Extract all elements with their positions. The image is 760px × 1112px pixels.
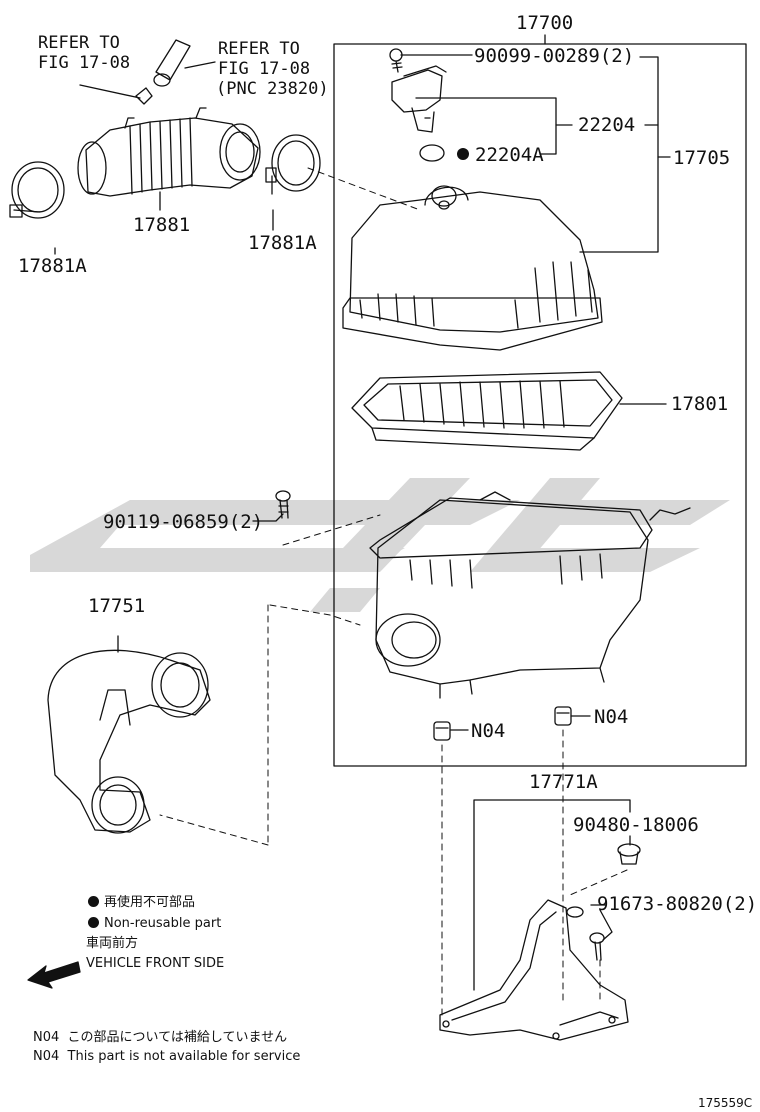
legend-nonreusable-jp-text: 再使用不可部品 — [104, 895, 196, 910]
label-bolt-case: 90119-06859(2) — [103, 511, 264, 533]
label-sensor: 22204 — [578, 114, 636, 136]
assembly-frame — [333, 34, 747, 767]
dashed-lines — [159, 167, 628, 1021]
label-bolt-bracket: 91673-80820(2) — [597, 893, 758, 915]
mount-b-part — [554, 706, 572, 726]
legend-nonreusable-en-text: Non-reusable part — [104, 916, 222, 931]
bolt-case-part — [275, 490, 291, 519]
mount-a-part — [433, 721, 451, 741]
note-n04-en: N04 This part is not available for servi… — [33, 1049, 300, 1064]
clamp-right-part — [265, 134, 321, 195]
note-n04-en-text: This part is not available for service — [67, 1049, 301, 1064]
watermark-logo — [30, 478, 730, 612]
note-n04-jp-text: この部品については補給していません — [67, 1030, 288, 1045]
note-n04-code-1: N04 — [33, 1030, 60, 1045]
legend-nonreusable-en: Non-reusable part — [88, 916, 221, 931]
nonreusable-dot — [457, 148, 469, 160]
legend-front-jp: 車両前方 — [86, 936, 139, 951]
label-grommet: 90480-18006 — [573, 814, 699, 836]
filter-part — [351, 371, 623, 451]
refer-left-line2: FIG 17-08 — [38, 53, 131, 73]
label-sensor-gasket: 22204A — [475, 144, 544, 166]
cap-part — [342, 185, 603, 351]
sensor-part — [391, 65, 447, 133]
bracket-part — [439, 899, 629, 1041]
note-n04-jp: N04 この部品については補給していません — [33, 1030, 287, 1045]
figure-id: 175559C — [698, 1096, 753, 1110]
note-n04-code-2: N04 — [33, 1049, 60, 1064]
refer-left-line1: REFER TO — [38, 33, 120, 53]
nonreusable-dot-icon — [88, 896, 99, 907]
leader-lines — [54, 54, 671, 991]
nonreusable-dot-icon — [88, 917, 99, 928]
label-clamp-left: 17881A — [18, 255, 87, 277]
label-bracket: 17771A — [529, 771, 598, 793]
legend-nonreusable-jp: 再使用不可部品 — [88, 895, 195, 910]
label-clamp-right: 17881A — [248, 232, 317, 254]
sensor-gasket-part — [419, 144, 445, 162]
label-mount-a: N04 — [471, 720, 506, 742]
legend-front-en: VEHICLE FRONT SIDE — [86, 956, 225, 971]
screw-top-part — [389, 48, 403, 73]
label-hose: 17881 — [133, 214, 191, 236]
label-assembly: 17700 — [516, 12, 574, 34]
label-filter: 17801 — [671, 393, 729, 415]
label-inlet: 17751 — [88, 595, 146, 617]
label-mount-b: N04 — [594, 706, 629, 728]
case-part — [369, 491, 691, 699]
refer-small-parts — [135, 39, 191, 105]
refer-right-line2: FIG 17-08 — [218, 59, 311, 79]
label-cap-assembly: 17705 — [673, 147, 731, 169]
inlet-part — [47, 649, 211, 834]
clamp-left-part — [9, 161, 65, 219]
grommet-part — [617, 843, 641, 865]
refer-right-line3: (PNC 23820) — [216, 79, 329, 99]
hose-part — [77, 107, 261, 197]
vehicle-front-arrow-icon — [27, 961, 81, 989]
label-screw-top: 90099-00289(2) — [474, 45, 635, 67]
bolt-bracket-part — [589, 932, 605, 961]
refer-right-line1: REFER TO — [218, 39, 300, 59]
